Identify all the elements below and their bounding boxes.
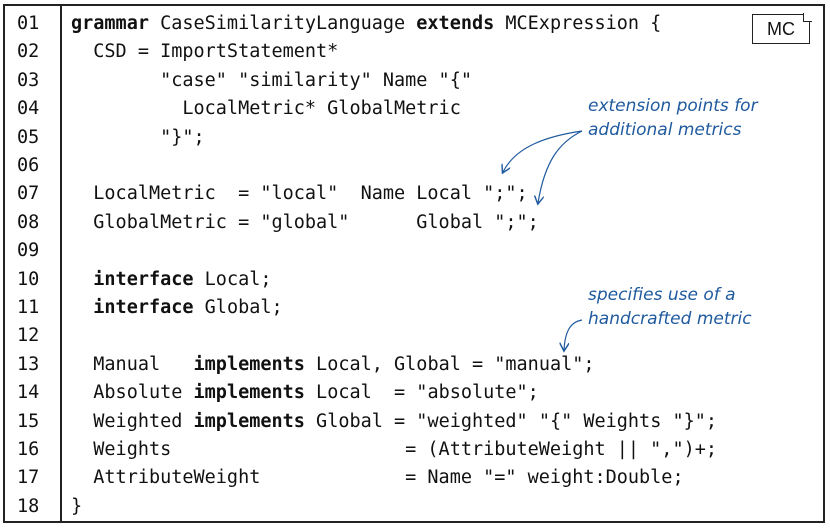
code-fragment: Local, Global = "manual"; <box>304 353 595 375</box>
code-fragment: Weights = (AttributeWeight || ",")+; <box>71 439 718 460</box>
code-fragment: Weighted <box>71 410 194 432</box>
code-text: "}"; <box>71 124 205 152</box>
line-number: 01 <box>17 13 40 34</box>
code-line: 17 AttributeWeight = Name "=" weight:Dou… <box>5 464 823 492</box>
code-line: 02 CSD = ImportStatement* <box>5 38 823 66</box>
code-fragment: Global = "weighted" "{" Weights "}"; <box>304 410 718 432</box>
code-fragment: LocalMetric* GlobalMetric <box>71 98 461 120</box>
code-line: 05 "}"; <box>5 124 823 152</box>
annotation-extension-points-line1: extension points for <box>588 96 758 116</box>
code-line: 01 grammar CaseSimilarityLanguage extends… <box>5 10 823 38</box>
badge-corner-fold <box>803 13 812 22</box>
code-line: 14 Absolute implements Local = "absolute… <box>5 379 823 407</box>
code-fragment <box>71 297 93 318</box>
line-number: 12 <box>17 325 40 347</box>
keyword: implements <box>193 410 305 432</box>
code-text: interface Local; <box>71 266 272 294</box>
line-number: 13 <box>17 353 40 375</box>
code-line: 09 <box>5 237 823 265</box>
code-line: 03 "case" "similarity" Name "{" <box>5 67 823 95</box>
code-fragment: CaseSimilarityLanguage <box>148 13 417 34</box>
code-text: "case" "similarity" Name "{" <box>71 67 472 95</box>
code-line: 06 <box>5 152 823 180</box>
code-line: 08 GlobalMetric = "global" Global ";"; <box>5 209 823 237</box>
code-line: 10 interface Local; <box>5 266 823 294</box>
line-number: 08 <box>17 211 40 233</box>
code-text: LocalMetric = "local" Name Local ";"; <box>71 180 528 208</box>
line-number-gutter <box>5 6 62 521</box>
code-fragment: GlobalMetric = "global" Global ";"; <box>71 211 539 233</box>
line-number: 07 <box>17 183 40 205</box>
keyword: interface <box>93 297 194 318</box>
code-text: Absolute implements Local = "absolute"; <box>71 379 539 407</box>
code-fragment: LocalMetric = "local" Name Local ";"; <box>71 183 528 205</box>
code-fragment: Global; <box>193 297 283 318</box>
line-number: 04 <box>17 98 40 120</box>
language-badge: MC <box>752 14 810 44</box>
code-fragment: "}"; <box>71 126 205 148</box>
code-text: AttributeWeight = Name "=" weight:Double… <box>71 464 684 492</box>
line-number: 18 <box>17 495 40 517</box>
code-text: Weighted implements Global = "weighted" … <box>71 408 717 436</box>
line-number: 16 <box>17 439 40 460</box>
code-text: Manual implements Local, Global = "manua… <box>71 351 595 379</box>
code-fragment: "case" "similarity" Name "{" <box>71 69 472 91</box>
code-line: 04 LocalMetric* GlobalMetric <box>5 95 823 123</box>
keyword: grammar <box>71 13 149 34</box>
keyword: implements <box>193 353 305 375</box>
code-text: } <box>71 493 82 521</box>
code-text: interface Global; <box>71 294 283 322</box>
line-number: 11 <box>17 297 40 318</box>
code-fragment: Local = "absolute"; <box>304 382 539 404</box>
annotation-handcrafted-line1: specifies use of a <box>588 285 736 305</box>
code-fragment: Absolute <box>71 382 194 404</box>
line-number: 09 <box>17 240 40 262</box>
keyword: extends <box>416 13 495 34</box>
line-number: 14 <box>17 382 40 404</box>
code-line: 11 interface Global; <box>5 294 823 322</box>
code-fragment: } <box>71 495 83 517</box>
code-text: grammar CaseSimilarityLanguage extends M… <box>71 10 661 38</box>
code-fragment: CSD = ImportStatement* <box>71 41 339 63</box>
code-fragment: AttributeWeight = Name "=" weight:Double… <box>71 467 684 489</box>
code-text: CSD = ImportStatement* <box>71 38 338 66</box>
line-number: 03 <box>17 69 40 91</box>
code-listing-frame: 01 grammar CaseSimilarityLanguage extends… <box>3 4 825 523</box>
code-line: 12 <box>5 322 823 350</box>
keyword: implements <box>193 382 305 404</box>
annotation-handcrafted-line2: handcrafted metric <box>588 309 752 329</box>
line-number: 02 <box>17 41 40 63</box>
code-text: LocalMetric* GlobalMetric <box>71 95 461 123</box>
line-number: 15 <box>17 410 40 432</box>
code-fragment: Manual <box>71 353 194 375</box>
line-number: 06 <box>17 155 40 176</box>
code-fragment: Local; <box>193 268 272 290</box>
line-number: 10 <box>17 268 40 290</box>
line-number: 17 <box>17 467 40 489</box>
code-line: 15 Weighted implements Global = "weighte… <box>5 408 823 436</box>
code-line: 16 Weights = (AttributeWeight || ",")+; <box>5 436 823 464</box>
code-text: GlobalMetric = "global" Global ";"; <box>71 209 539 237</box>
code-fragment <box>71 269 93 290</box>
annotation-extension-points-line2: additional metrics <box>588 120 742 140</box>
code-line: 07 LocalMetric = "local" Name Local ";"; <box>5 180 823 208</box>
code-line: 13 Manual implements Local, Global = "ma… <box>5 351 823 379</box>
code-fragment: MCExpression { <box>494 13 662 34</box>
line-number: 05 <box>17 126 40 148</box>
keyword: interface <box>93 268 194 290</box>
code-text: Weights = (AttributeWeight || ",")+; <box>71 436 717 464</box>
code-line: 18} <box>5 493 823 521</box>
